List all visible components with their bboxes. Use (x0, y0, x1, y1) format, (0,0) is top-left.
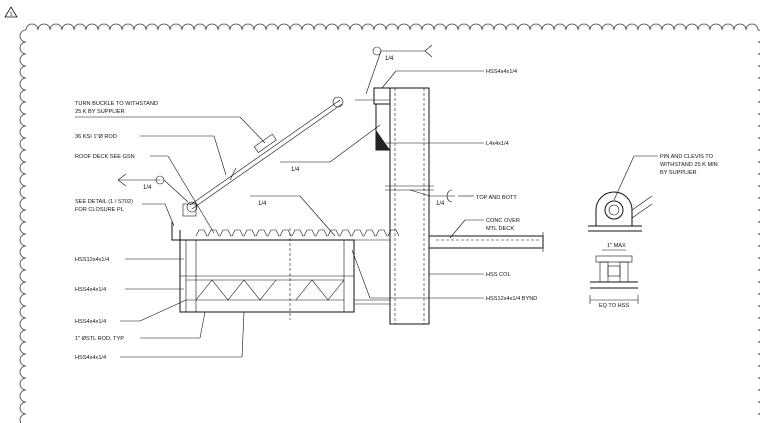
tie-rod (186, 96, 344, 213)
label-conc-l2: MTL DECK (486, 226, 514, 232)
callout-turnbuckle: TURN BUCKLE TO WITHSTAND 25 K BY SUPPLIE… (75, 101, 266, 144)
label-turnbuckle-l2: 25 K BY SUPPLIER (75, 109, 125, 115)
weld-size-deck: 1/4 (258, 201, 267, 207)
label-conc-l1: CONC OVER (486, 218, 520, 224)
callout-stl-rod: 1" ØSTL ROD, TYP (75, 311, 206, 342)
revision-number: 1 (9, 12, 12, 18)
label-pin-l1: PIN AND CLEVIS TO (660, 154, 714, 160)
callout-hss-col: HSS COL (429, 272, 511, 278)
truss (179, 167, 355, 320)
weld-size-mid: 1/4 (291, 167, 300, 173)
callout-rod: 36 KSI 1"Ø ROD (75, 134, 227, 176)
label-hss12-bynd: HSS12x4x1/4 BYND (486, 296, 537, 302)
label-rod: 36 KSI 1"Ø ROD (75, 134, 117, 140)
weld-size-top: 1/4 (385, 56, 394, 62)
callout-top-bott: TOP AND BOTT (458, 195, 517, 201)
label-stl-rod: 1" ØSTL ROD, TYP (75, 336, 124, 342)
weld-symbol-col: 1/4 (409, 189, 455, 207)
label-pin-l3: BY SUPPLIER (660, 170, 697, 176)
weld-symbol-top: 1/4 (365, 44, 433, 95)
label-hss4-top: HSS4x4x1/4 (486, 69, 517, 75)
callout-hss12-bynd: HSS12x4x1/4 BYND (351, 249, 537, 302)
weld-size-col: 1/4 (436, 201, 445, 207)
label-roof-deck: ROOF DECK SEE GSN (75, 154, 135, 160)
weld-symbol-left: 1/4 (117, 173, 189, 203)
weld-symbol-mid: 1/4 (280, 124, 381, 173)
pin-clevis-detail: PIN AND CLEVIS TO WITHSTAND 25 K MIN BY … (588, 154, 718, 309)
callout-hss4-b: HSS4x4x1/4 (75, 299, 187, 325)
callout-angle: L4x4x1/4 (386, 141, 509, 147)
weld-symbol-deck: 1/4 (250, 195, 336, 237)
main-elevation (171, 87, 544, 325)
callout-conc: CONC OVER MTL DECK (449, 218, 520, 239)
label-hss4-b: HSS4x4x1/4 (75, 319, 106, 325)
callout-hss12-left: HSS12x4x1/4 (75, 257, 184, 263)
hss-column (385, 87, 434, 325)
weld-size-left: 1/4 (143, 185, 152, 191)
label-hss4-a: HSS4x4x1/4 (75, 287, 106, 293)
revision-tag: 1 (4, 6, 18, 18)
callout-hss4-c: HSS4x4x1/4 (75, 311, 245, 361)
hss4-top-stub (355, 87, 391, 105)
callout-hss4-top: HSS4x4x1/4 (381, 69, 517, 89)
label-hss12-left: HSS12x4x1/4 (75, 257, 109, 263)
label-turnbuckle-l1: TURN BUCKLE TO WITHSTAND (75, 101, 158, 107)
label-hss-col: HSS COL (486, 272, 511, 278)
label-eq-to-hss: EQ TO HSS (599, 303, 630, 309)
revision-cloud (19, 23, 760, 423)
label-pin-l2: WITHSTAND 25 K MIN (660, 162, 718, 168)
callout-see-detail: SEE DETAIL (1 / S702) FOR CLOSURE PL (75, 199, 175, 227)
angle-bracket (375, 104, 390, 151)
callout-roof-deck: ROOF DECK SEE GSN (75, 154, 215, 234)
label-hss4-c: HSS4x4x1/4 (75, 355, 106, 361)
label-max-dim: 1" MAX (607, 243, 626, 249)
callout-hss4-a: HSS4x4x1/4 (75, 287, 184, 293)
label-see-detail-l2: FOR CLOSURE PL (75, 207, 124, 213)
label-top-bott: TOP AND BOTT (476, 195, 517, 201)
label-see-detail-l1: SEE DETAIL (1 / S702) (75, 199, 133, 205)
closure-plate (171, 203, 197, 241)
label-angle: L4x4x1/4 (486, 141, 509, 147)
concrete-slab (428, 232, 544, 252)
